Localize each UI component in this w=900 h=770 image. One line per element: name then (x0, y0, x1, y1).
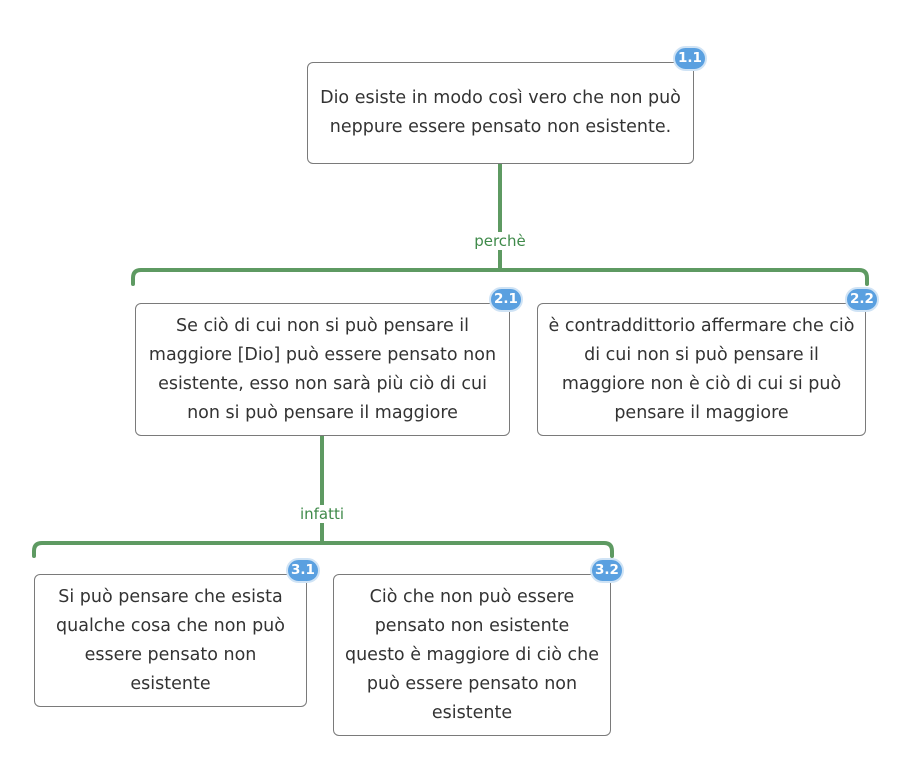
node-2-2-text: è contraddittorio affermare che ciò di c… (548, 315, 855, 423)
node-2-1-badge: 2.1 (489, 287, 523, 312)
node-3-1-text: Si può pensare che esista qualche cosa c… (56, 586, 285, 694)
link-label-perche: perchè (471, 232, 529, 250)
node-3-1-badge: 3.1 (286, 558, 320, 583)
node-3-1[interactable]: Si può pensare che esista qualche cosa c… (34, 558, 320, 707)
link-label-infatti: infatti (296, 505, 348, 523)
node-2-2-badge: 2.2 (845, 287, 879, 312)
node-1-1-text: Dio esiste in modo così vero che non può… (320, 88, 681, 137)
connector-level3-bracket (32, 541, 614, 558)
connector-level2-bracket (131, 268, 869, 286)
node-1-1-badge: 1.1 (673, 46, 707, 71)
node-1-1[interactable]: Dio esiste in modo così vero che non può… (307, 46, 707, 164)
node-2-1[interactable]: Se ciò di cui non si può pensare il magg… (135, 287, 523, 436)
node-3-2-text: Ciò che non può essere pensato non esist… (344, 586, 599, 723)
node-2-1-text: Se ciò di cui non si può pensare il magg… (148, 315, 497, 423)
node-3-2[interactable]: Ciò che non può essere pensato non esist… (333, 558, 624, 736)
node-3-2-badge: 3.2 (590, 558, 624, 583)
node-2-2[interactable]: è contraddittorio affermare che ciò di c… (537, 287, 879, 436)
